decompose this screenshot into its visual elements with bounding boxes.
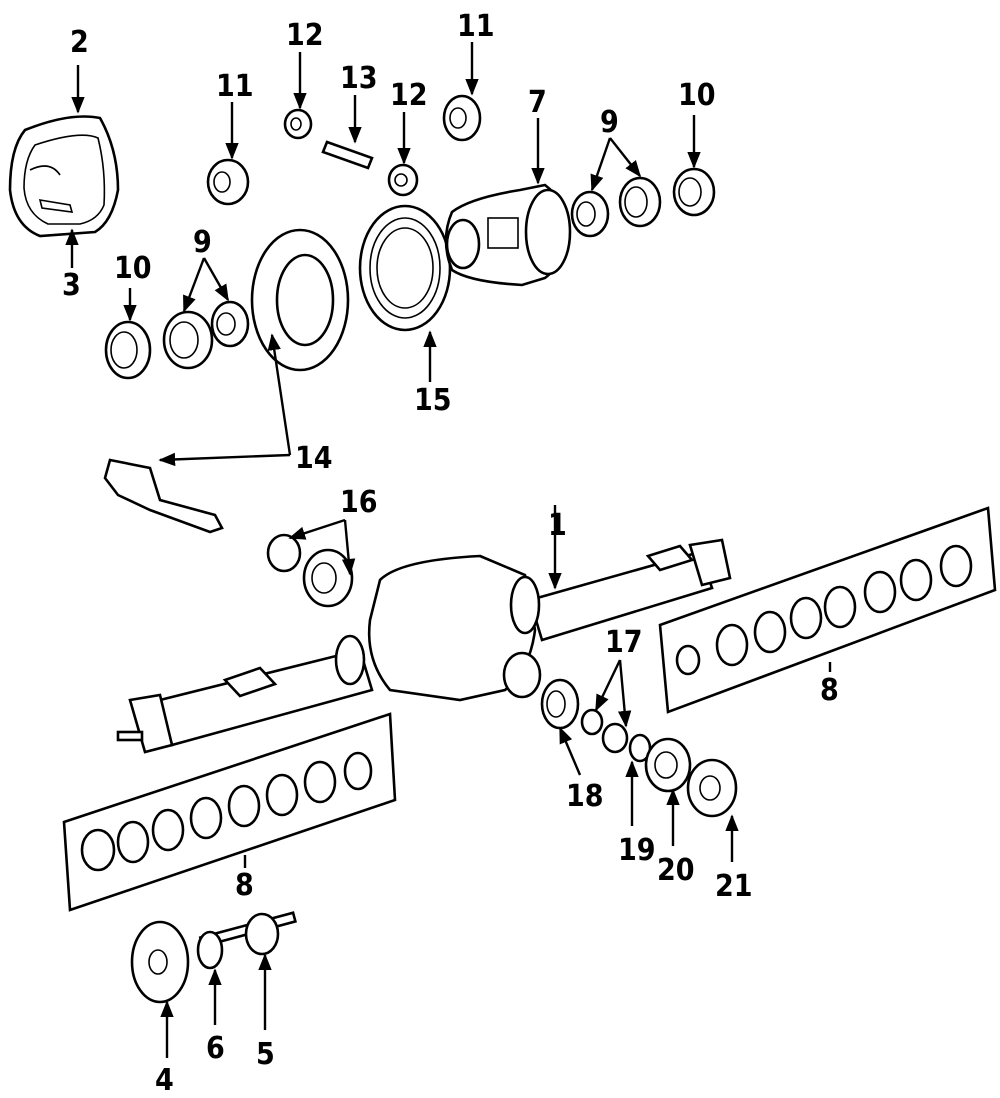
callout-18: 18 [566, 779, 604, 814]
leader-lines [65, 42, 832, 1058]
pinion-bearing-16[interactable] [266, 533, 354, 608]
callout-2: 2 [70, 25, 89, 60]
callout-3: 3 [62, 268, 81, 303]
callout-10-left: 10 [114, 251, 152, 286]
callout-7: 7 [528, 85, 547, 120]
cover-gasket[interactable] [8, 115, 120, 238]
bearing-cup-left[interactable] [162, 310, 214, 370]
callout-labels: 1 2 3 4 5 6 7 8 8 9 9 10 10 11 11 12 12 … [62, 9, 839, 1098]
callout-17: 17 [605, 625, 643, 660]
callout-6: 6 [206, 1031, 225, 1066]
differential-case-7[interactable] [444, 183, 572, 287]
spider-washer-right[interactable] [387, 163, 419, 197]
pinion-flange-20[interactable] [644, 737, 692, 793]
callout-1: 1 [548, 508, 567, 543]
cross-pin[interactable] [321, 140, 374, 170]
spider-washer-left[interactable] [283, 108, 313, 140]
callout-21: 21 [715, 869, 753, 904]
callout-15: 15 [414, 383, 452, 418]
companion-flange-shaft[interactable] [130, 911, 297, 1004]
yoke-21[interactable] [686, 758, 738, 818]
callout-12-right: 12 [390, 78, 428, 113]
callout-11-right: 11 [457, 9, 495, 44]
shim-right[interactable] [672, 167, 716, 217]
seal-kit-left-8[interactable] [62, 712, 397, 912]
ring-gear-15[interactable] [358, 204, 452, 332]
side-gear-top[interactable] [442, 94, 482, 142]
callout-4: 4 [155, 1063, 174, 1098]
bearing-cone-right[interactable] [570, 190, 610, 238]
seal-kit-right-8[interactable] [658, 506, 997, 714]
shim-left[interactable] [104, 320, 152, 380]
callout-5: 5 [256, 1037, 275, 1072]
callout-13: 13 [340, 61, 378, 96]
callout-8-left: 8 [235, 868, 254, 903]
callout-20: 20 [657, 853, 695, 888]
callout-12-left: 12 [286, 18, 324, 53]
axle-housing-1[interactable] [116, 538, 732, 754]
pinion-bearing-17[interactable] [580, 708, 629, 754]
callout-14: 14 [295, 441, 333, 476]
side-bearing-race-left[interactable] [206, 158, 250, 206]
pinion-bearing-cup-18[interactable] [540, 678, 580, 730]
callout-11-left: 11 [216, 69, 254, 104]
callout-8-right: 8 [820, 673, 839, 708]
bearing-cone-left[interactable] [210, 300, 250, 348]
callout-10-right: 10 [678, 78, 716, 113]
callout-19: 19 [618, 833, 656, 868]
callout-9-right: 9 [600, 105, 619, 140]
callout-16: 16 [340, 485, 378, 520]
callout-9-left: 9 [193, 225, 212, 260]
bearing-cup-right[interactable] [618, 176, 662, 228]
